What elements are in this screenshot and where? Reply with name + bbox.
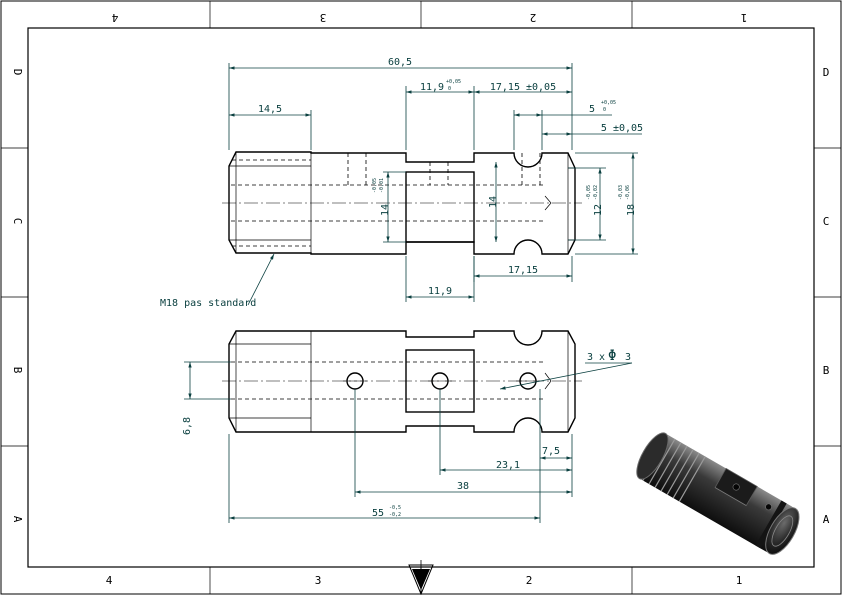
zone-top-3: 3 xyxy=(320,11,327,24)
zone-right-b: B xyxy=(823,364,830,377)
dim-outer-tol-upper: -0,03 xyxy=(618,185,624,200)
dim-hole-count: 3 x xyxy=(587,352,605,363)
top-view xyxy=(222,151,582,255)
dim-hole-pos-1: 7,5 xyxy=(542,446,560,457)
dim-outer-diameter: 18 xyxy=(626,204,637,216)
zone-bottom-3: 3 xyxy=(315,574,322,587)
zone-right-c: C xyxy=(823,215,830,228)
thread-note: M18 pas standard xyxy=(160,298,256,309)
dim-hole-phi-symbol: Φ xyxy=(608,348,616,364)
dim-slot-width: 5 xyxy=(589,104,595,115)
zone-bottom-2: 2 xyxy=(526,574,533,587)
dim-hole-pos-2: 23,1 xyxy=(496,460,520,471)
shaft-3d-render-icon xyxy=(636,432,800,555)
zone-top-1: 1 xyxy=(741,11,748,24)
dim-groove-width-bottom: 11,9 xyxy=(428,286,452,297)
zone-right-d: D xyxy=(823,66,830,79)
zone-top-4: 4 xyxy=(111,11,118,24)
dim-inner-diameter: 14 xyxy=(380,204,391,216)
dim-hole-diameter: 3 xyxy=(625,352,631,363)
top-groove-window xyxy=(405,171,475,243)
zone-top-2: 2 xyxy=(530,11,537,24)
dim-slot-tol-upper: +0,05 xyxy=(601,100,616,106)
bottom-view xyxy=(222,330,582,433)
dim-groove-width: 11,9 xyxy=(420,82,444,93)
zone-right-a: A xyxy=(823,513,830,526)
dim-groove-width-tol-upper: +0,05 xyxy=(446,79,461,85)
dim-neck-diameter: 12 xyxy=(593,204,604,216)
dim-hole-pos-4-tol-upper: -0,5 xyxy=(389,505,401,511)
dim-slot-tol-lower: 0 xyxy=(603,107,606,113)
dim-inner-tol-upper: -0,05 xyxy=(372,178,378,193)
zone-left-b: B xyxy=(11,367,24,374)
zone-left-c: C xyxy=(11,218,24,225)
dim-inner-diameter-2: 14 xyxy=(488,196,499,208)
dim-neck-tol-lower: -0,02 xyxy=(593,185,599,200)
dim-hole-pos-3: 38 xyxy=(457,481,469,492)
dim-groove-width-tol-lower: 0 xyxy=(448,86,451,92)
projection-triangle-icon xyxy=(408,560,434,595)
bottom-view-outline xyxy=(228,330,576,433)
dim-hole-pos-4-tol-lower: -0,2 xyxy=(389,512,401,518)
dim-offset: 6,8 xyxy=(182,417,193,435)
dim-overall-length: 60,5 xyxy=(388,57,412,68)
zone-left-d: D xyxy=(11,69,24,76)
dim-inner-tol-lower: -0,01 xyxy=(379,178,385,193)
zone-bottom-1: 1 xyxy=(736,574,743,587)
zone-left-a: A xyxy=(11,516,24,523)
dim-slot-position: 5 ±0,05 xyxy=(601,123,643,134)
top-view-dimensions: 60,5 14,5 11,9 +0,05 0 17,15 ±0,05 5 +0,… xyxy=(160,57,643,309)
dim-neck-tol-upper: -0,05 xyxy=(586,185,592,200)
dim-end-length-bottom: 17,15 xyxy=(508,265,538,276)
zone-bottom-4: 4 xyxy=(106,574,113,587)
dim-outer-tol-lower: -0,06 xyxy=(625,185,631,200)
zone-labels: 4 3 2 1 4 3 2 1 D C B A D C B A xyxy=(11,11,830,587)
dim-end-position: 17,15 ±0,05 xyxy=(490,82,556,93)
bottom-view-dimensions: 6,8 3 x Φ 3 7,5 23,1 38 55 -0,5 -0,2 xyxy=(182,348,633,523)
dim-hole-pos-4: 55 xyxy=(372,508,384,519)
dim-thread-length: 14,5 xyxy=(258,104,282,115)
